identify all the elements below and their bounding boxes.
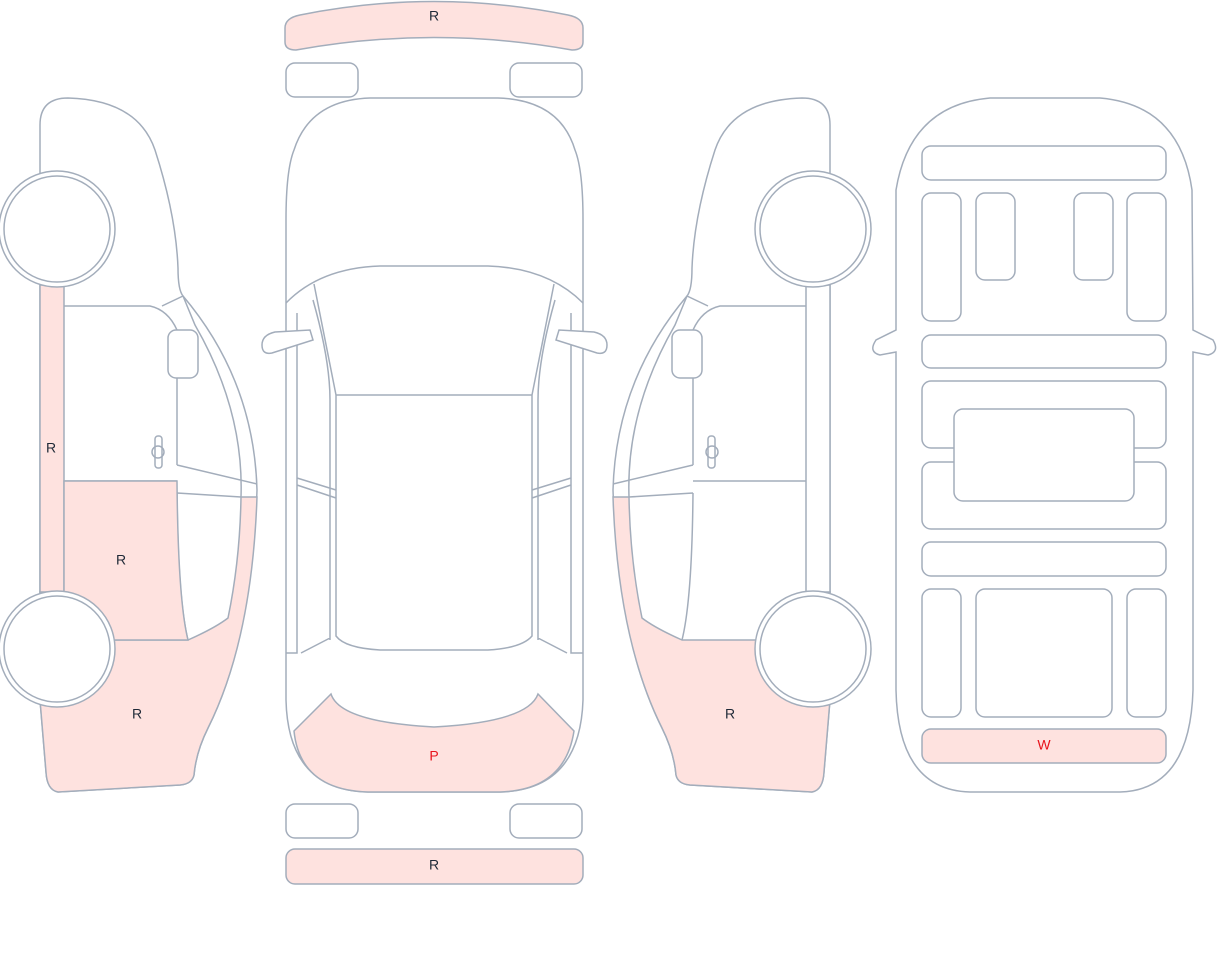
left-front-door-label: R xyxy=(116,552,126,568)
right-lower-label: R xyxy=(725,706,735,722)
left-front-door-panel[interactable] xyxy=(63,480,189,641)
rear-bar-label: R xyxy=(429,857,439,873)
right-side-view: R xyxy=(612,97,872,793)
front-bumper-panel[interactable] xyxy=(293,692,575,793)
left-pillar-label: R xyxy=(46,440,56,456)
underbody-view: W xyxy=(872,97,1217,793)
rear-bar-panel[interactable] xyxy=(285,848,584,885)
rear-right-light[interactable] xyxy=(509,803,583,839)
top-view: R P R xyxy=(261,0,608,885)
front-right-light[interactable] xyxy=(509,62,583,98)
front-bumper-label: P xyxy=(429,748,438,764)
rear-left-light[interactable] xyxy=(285,803,359,839)
left-pillar-panel[interactable] xyxy=(39,284,65,593)
roof-label: R xyxy=(429,8,439,24)
front-left-light[interactable] xyxy=(285,62,359,98)
left-lower-label: R xyxy=(132,706,142,722)
roof-panel[interactable] xyxy=(284,0,584,51)
left-side-view: R R R xyxy=(0,97,258,793)
underbody-rear-panel[interactable] xyxy=(921,728,1167,764)
underbody-rear-label: W xyxy=(1037,737,1051,753)
